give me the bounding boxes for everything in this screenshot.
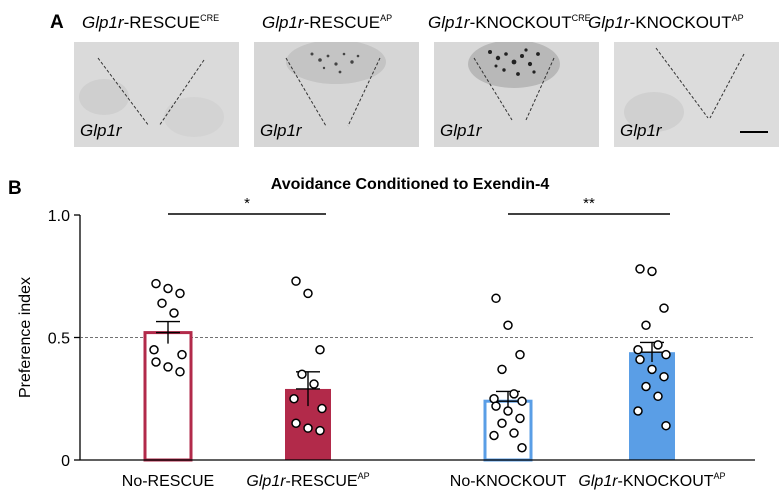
data-point — [661, 349, 671, 360]
data-point — [303, 423, 313, 433]
data-point — [517, 443, 527, 453]
data-point — [309, 379, 319, 389]
data-point — [489, 430, 499, 441]
significance-label: * — [244, 195, 250, 212]
image-gene-label: Glp1r — [260, 121, 302, 140]
data-point — [515, 413, 525, 424]
data-point — [653, 391, 663, 402]
data-point — [641, 320, 651, 330]
image-title-text: -RESCUE — [303, 13, 381, 32]
image-gene-label: Glp1r — [620, 121, 662, 140]
image-title-4: Glp1r-KNOCKOUTAP — [588, 13, 744, 33]
image-title-gene: Glp1r — [82, 13, 124, 32]
x-category-gene: Glp1r — [578, 473, 618, 490]
x-category-sup: AP — [358, 471, 370, 481]
x-category-label: No-KNOCKOUT — [450, 473, 567, 490]
data-point — [509, 428, 519, 438]
image-gene-label: Glp1r — [80, 121, 122, 140]
data-point — [151, 278, 161, 289]
data-point — [633, 406, 643, 416]
image-title-gene: Glp1r — [428, 13, 470, 32]
bar-chart: Avoidance Conditioned to Exendin-4 0 0.5 1.… — [17, 176, 755, 490]
image-gene-label: Glp1r — [440, 121, 482, 140]
significance-label: ** — [583, 195, 595, 212]
data-point — [659, 371, 669, 382]
data-point — [163, 283, 173, 294]
data-point — [517, 396, 527, 406]
image-title-gene: Glp1r — [588, 13, 630, 32]
data-point — [163, 362, 173, 372]
data-point — [317, 403, 327, 414]
image-title-sup: CRE — [571, 13, 591, 23]
data-point — [149, 345, 159, 355]
data-point — [641, 381, 651, 392]
data-point — [509, 389, 519, 399]
histology-image-rescue-ap: Glp1r — [254, 42, 419, 147]
data-point — [315, 425, 325, 436]
image-title-1: Glp1r-RESCUECRE — [82, 13, 219, 33]
data-point — [177, 349, 187, 360]
histology-image-rescue-cre: Glp1r — [74, 42, 239, 147]
data-point — [653, 340, 663, 350]
data-point — [175, 367, 185, 377]
image-title-text: -RESCUE — [123, 13, 201, 32]
data-point — [151, 357, 161, 367]
image-title-text: -KNOCKOUT — [629, 13, 732, 32]
x-category-label: No-RESCUE — [122, 473, 214, 490]
data-point — [647, 266, 657, 277]
tissue-texture — [74, 42, 239, 147]
image-title-3: Glp1r-KNOCKOUTCRE — [428, 13, 591, 33]
data-point — [647, 364, 657, 375]
image-title-2: Glp1r-RESCUEAP — [262, 13, 392, 33]
data-point — [659, 303, 669, 313]
data-point — [315, 345, 325, 355]
tissue-texture — [254, 42, 419, 147]
image-title-sup: CRE — [200, 13, 220, 23]
panel-a-letter: A — [50, 12, 64, 33]
image-title-gene: Glp1r — [262, 13, 304, 32]
histology-image-knockout-ap: Glp1r — [614, 42, 779, 147]
data-point — [491, 401, 501, 411]
x-category-label: Glp1r-RESCUEAP — [246, 471, 369, 490]
x-category-label: Glp1r-KNOCKOUTAP — [578, 471, 725, 490]
data-point — [175, 288, 185, 299]
image-title-sup: AP — [731, 13, 744, 23]
chart-title: Avoidance Conditioned to Exendin-4 — [271, 176, 550, 193]
x-category-text: -KNOCKOUT — [618, 473, 714, 490]
x-category-text: No-KNOCKOUT — [450, 473, 567, 490]
image-title-sup: AP — [380, 13, 393, 23]
x-category-text: -RESCUE — [286, 473, 358, 490]
y-tick-label: 0.5 — [48, 331, 70, 348]
data-point — [635, 264, 645, 274]
data-point — [515, 349, 525, 360]
data-point — [303, 288, 313, 299]
data-point — [291, 418, 301, 428]
x-category-gene: Glp1r — [246, 473, 286, 490]
panel-b-letter: B — [8, 178, 22, 199]
data-point — [661, 420, 671, 431]
y-tick-label: 1.0 — [48, 208, 70, 225]
data-point — [157, 298, 167, 308]
data-point — [633, 345, 643, 355]
histology-image-knockout-cre: Glp1r — [434, 42, 599, 147]
y-axis-label: Preference index — [17, 277, 34, 398]
data-point — [291, 276, 301, 286]
tissue-texture — [434, 42, 599, 147]
data-point — [169, 308, 179, 318]
tissue-texture — [614, 42, 779, 147]
x-category-sup: AP — [714, 471, 726, 481]
data-point — [503, 320, 513, 330]
data-point — [635, 354, 645, 365]
x-category-text: No-RESCUE — [122, 473, 214, 490]
data-point — [497, 364, 507, 375]
data-point — [289, 394, 299, 404]
data-point — [497, 418, 507, 428]
y-tick-label: 0 — [61, 453, 70, 470]
data-point — [491, 293, 501, 304]
data-point — [297, 369, 307, 379]
image-title-text: -KNOCKOUT — [469, 13, 572, 32]
data-point — [503, 406, 513, 416]
